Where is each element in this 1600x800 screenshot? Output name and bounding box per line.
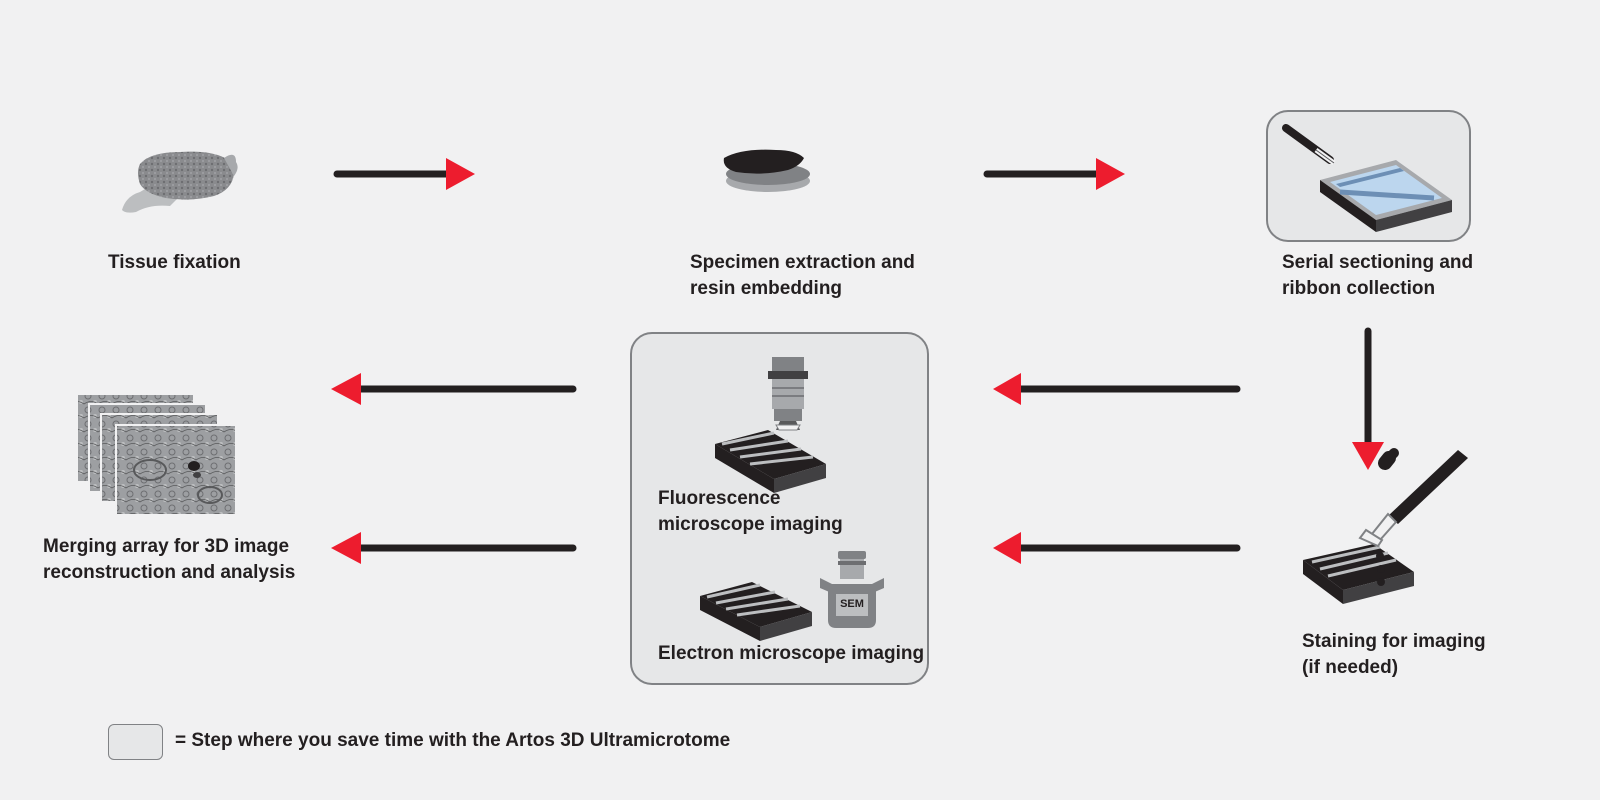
- label-staining-line2: (if needed): [1302, 657, 1399, 678]
- arrow-staining-to-fluorescence: [993, 373, 1241, 405]
- arrow-sectioning-to-staining: [1352, 327, 1384, 470]
- label-merging: Merging array for 3D image reconstructio…: [43, 534, 295, 586]
- arrow-electron-to-merging: [331, 532, 577, 564]
- arrow-staining-to-electron: [993, 532, 1241, 564]
- label-merging-line1: Merging array for 3D image: [43, 536, 290, 557]
- electron-slide-icon: [700, 582, 812, 641]
- label-fluorescence-line2: microscope imaging: [658, 514, 843, 535]
- label-specimen-extraction: Specimen extraction and resin embedding: [690, 250, 915, 302]
- label-serial-sectioning: Serial sectioning and ribbon collection: [1282, 250, 1473, 302]
- label-fluorescence-line1: Fluorescence: [658, 488, 781, 509]
- sem-instrument-icon: [820, 551, 884, 628]
- fluorescence-slide-icon: [715, 430, 826, 493]
- label-staining: Staining for imaging (if needed): [1302, 629, 1486, 681]
- label-electron-line1: Electron microscope imaging: [658, 643, 925, 664]
- label-staining-line1: Staining for imaging: [1302, 631, 1486, 652]
- label-serial-sectioning-line2: ribbon collection: [1282, 278, 1436, 299]
- label-tissue-fixation-line1: Tissue fixation: [108, 252, 241, 273]
- arrow-fixation-to-extraction: [333, 158, 475, 190]
- label-electron: Electron microscope imaging: [658, 641, 924, 667]
- sem-badge-label: SEM: [840, 598, 864, 610]
- label-specimen-extraction-line2: resin embedding: [690, 278, 843, 299]
- em-image-stack-icon: [76, 393, 237, 516]
- staining-icon: [1303, 448, 1468, 604]
- microscope-objective-icon: [768, 357, 808, 431]
- resin-block-icon: [723, 149, 810, 192]
- label-tissue-fixation: Tissue fixation: [108, 250, 241, 276]
- brain-icon: [122, 151, 238, 213]
- label-merging-line2: reconstruction and analysis: [43, 562, 296, 583]
- label-fluorescence: Fluorescence microscope imaging: [658, 486, 843, 538]
- knife-ribbon-icon: [1282, 124, 1452, 232]
- legend-swatch: [108, 724, 163, 760]
- label-serial-sectioning-line1: Serial sectioning and: [1282, 252, 1474, 273]
- arrow-fluorescence-to-merging: [331, 373, 577, 405]
- legend-text: = Step where you save time with the Arto…: [175, 730, 731, 751]
- label-specimen-extraction-line1: Specimen extraction and: [690, 252, 915, 273]
- arrow-extraction-to-sectioning: [983, 158, 1125, 190]
